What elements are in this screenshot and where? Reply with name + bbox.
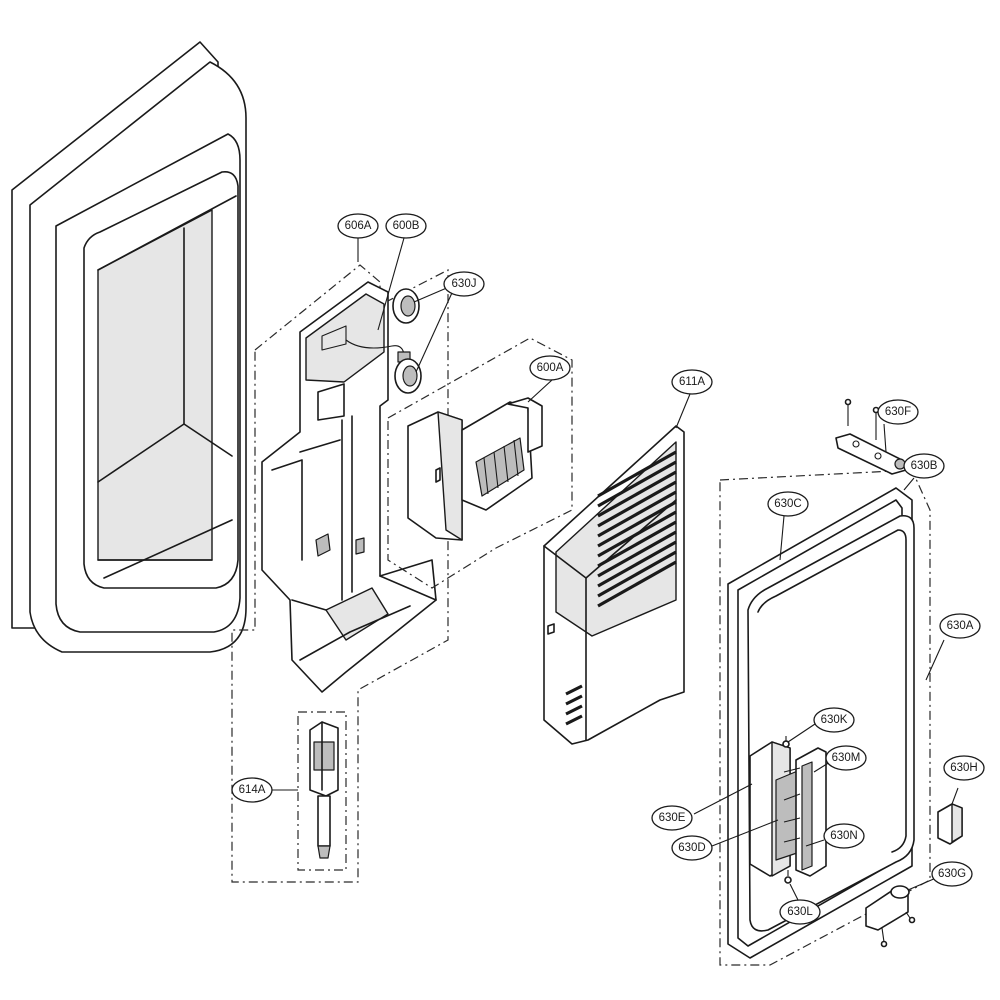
callout-606A: 606A xyxy=(337,213,379,239)
caps-pair xyxy=(392,288,422,394)
callouts: 606A 600B 630J 600A 611A 630F 630B 630C xyxy=(231,213,985,925)
callout-630N: 630N xyxy=(823,823,865,849)
callout-600B: 600B xyxy=(385,213,427,239)
ice-maker xyxy=(407,397,543,541)
icemaker-group-outline xyxy=(387,337,573,589)
handle-bracket xyxy=(749,736,827,884)
callout-630G: 630G xyxy=(931,861,973,887)
callout-630M: 630M xyxy=(825,745,867,771)
door-outer-panel xyxy=(11,41,247,653)
dispenser-group-outline xyxy=(231,264,449,883)
callout-label: 630H xyxy=(950,762,978,774)
callout-label: 600B xyxy=(393,220,420,232)
callout-label: 630K xyxy=(821,714,848,726)
callout-630L: 630L xyxy=(779,899,821,925)
cover-panel xyxy=(543,425,685,745)
callout-630B: 630B xyxy=(903,453,945,479)
vent-grille xyxy=(565,450,677,726)
motor-group-outline xyxy=(297,711,347,871)
callout-611A: 611A xyxy=(671,369,713,395)
callout-630F: 630F xyxy=(877,399,919,425)
callout-label: 630B xyxy=(911,460,938,472)
bottom-hinge xyxy=(865,885,916,948)
callout-label: 630L xyxy=(787,906,813,918)
callout-630E: 630E xyxy=(651,805,693,831)
callout-630A: 630A xyxy=(939,613,981,639)
callout-614A: 614A xyxy=(231,777,273,803)
callout-630C: 630C xyxy=(767,491,809,517)
callout-label: 630J xyxy=(452,278,477,290)
callout-630K: 630K xyxy=(813,707,855,733)
leader-lines xyxy=(268,237,959,901)
callout-label: 600A xyxy=(537,362,564,374)
callout-label: 611A xyxy=(679,376,705,388)
callout-label: 630F xyxy=(885,406,911,418)
callout-label: 630M xyxy=(832,752,861,764)
hinge-cap xyxy=(937,803,963,845)
callout-label: 630C xyxy=(774,498,802,510)
top-hinge xyxy=(835,398,907,475)
callout-630H: 630H xyxy=(943,755,985,781)
dispenser-housing xyxy=(261,281,437,693)
callout-label: 630D xyxy=(678,842,706,854)
callout-600A: 600A xyxy=(529,355,571,381)
callout-label: 630N xyxy=(830,830,858,842)
callout-label: 630G xyxy=(938,868,966,880)
auger-motor xyxy=(309,721,339,859)
callout-label: 630A xyxy=(947,620,974,632)
callout-label: 606A xyxy=(345,220,372,232)
callout-label: 614A xyxy=(239,784,266,796)
callout-630J: 630J xyxy=(443,271,485,297)
callout-630D: 630D xyxy=(671,835,713,861)
callout-label: 630E xyxy=(659,812,686,824)
